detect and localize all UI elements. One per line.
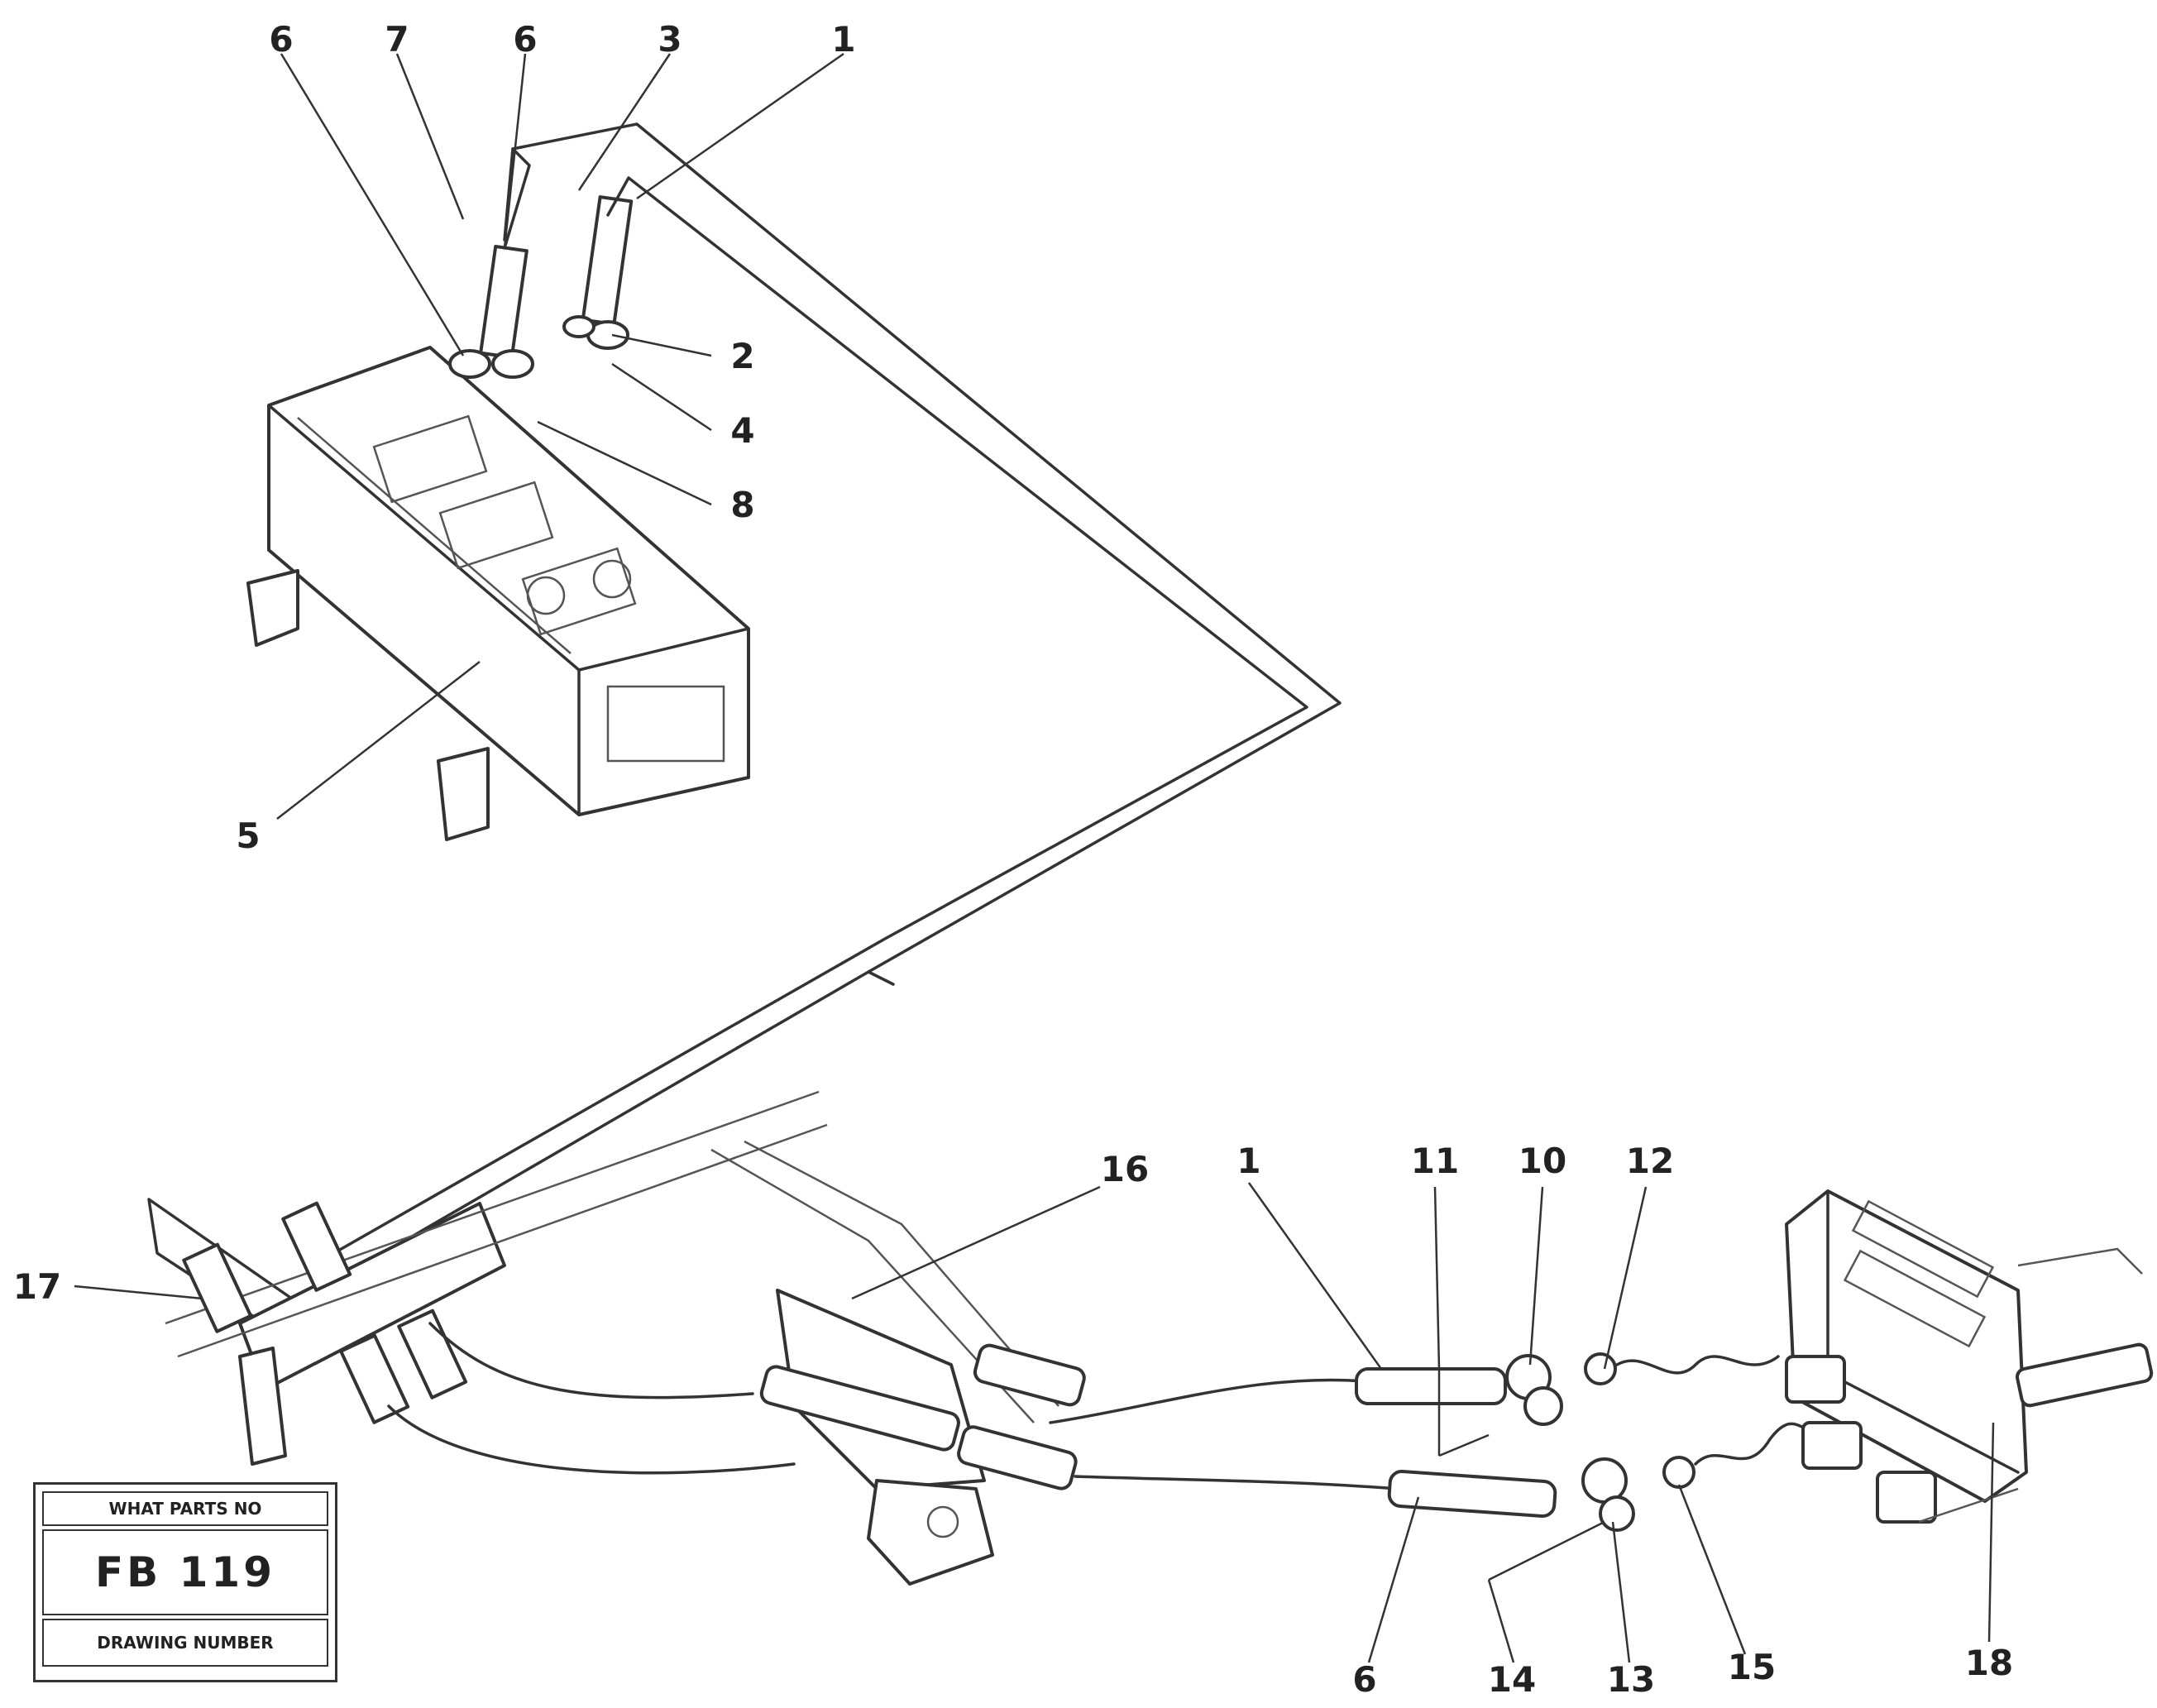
callout-label: 16 <box>1101 1149 1149 1189</box>
callout-label: 5 <box>236 816 260 856</box>
callout-label: 7 <box>385 19 409 60</box>
right-valve-block <box>1785 1189 2154 1524</box>
ref-box-header: WHAT PARTS NO <box>42 1491 328 1526</box>
callout-label: 15 <box>1728 1647 1776 1687</box>
callout-labels: 6 7 6 3 1 2 4 8 5 17 16 1 11 10 12 6 14 … <box>13 19 2013 1700</box>
callout-label: 12 <box>1626 1141 1674 1181</box>
upper-valve-block <box>246 195 750 841</box>
callout-label: 1 <box>1236 1141 1260 1181</box>
callout-label: 4 <box>730 410 754 451</box>
callout-label: 18 <box>1965 1643 2013 1683</box>
callout-label: 3 <box>658 19 682 60</box>
callout-label: 14 <box>1488 1659 1536 1700</box>
callout-label: 6 <box>513 19 537 60</box>
lower-bracket-assembly <box>165 1090 1059 1466</box>
callout-label: 13 <box>1607 1659 1655 1700</box>
callout-label: 1 <box>831 19 855 60</box>
callout-label: 10 <box>1519 1141 1566 1181</box>
middle-valve <box>759 1289 1086 1586</box>
callout-label: 17 <box>13 1266 61 1307</box>
callout-label: 6 <box>1352 1659 1376 1700</box>
leader-lines <box>74 52 1995 1663</box>
callout-label: 6 <box>269 19 293 60</box>
hydraulic-pipes <box>147 122 1342 1358</box>
callout-label: 8 <box>730 485 754 525</box>
ref-box-code: FB 119 <box>42 1529 328 1615</box>
callout-label: 2 <box>730 336 754 376</box>
reference-box: WHAT PARTS NO FB 119 DRAWING NUMBER <box>33 1482 337 1682</box>
ref-box-footer: DRAWING NUMBER <box>42 1619 328 1667</box>
callout-label: 11 <box>1411 1141 1459 1181</box>
hoses <box>387 1322 1813 1532</box>
